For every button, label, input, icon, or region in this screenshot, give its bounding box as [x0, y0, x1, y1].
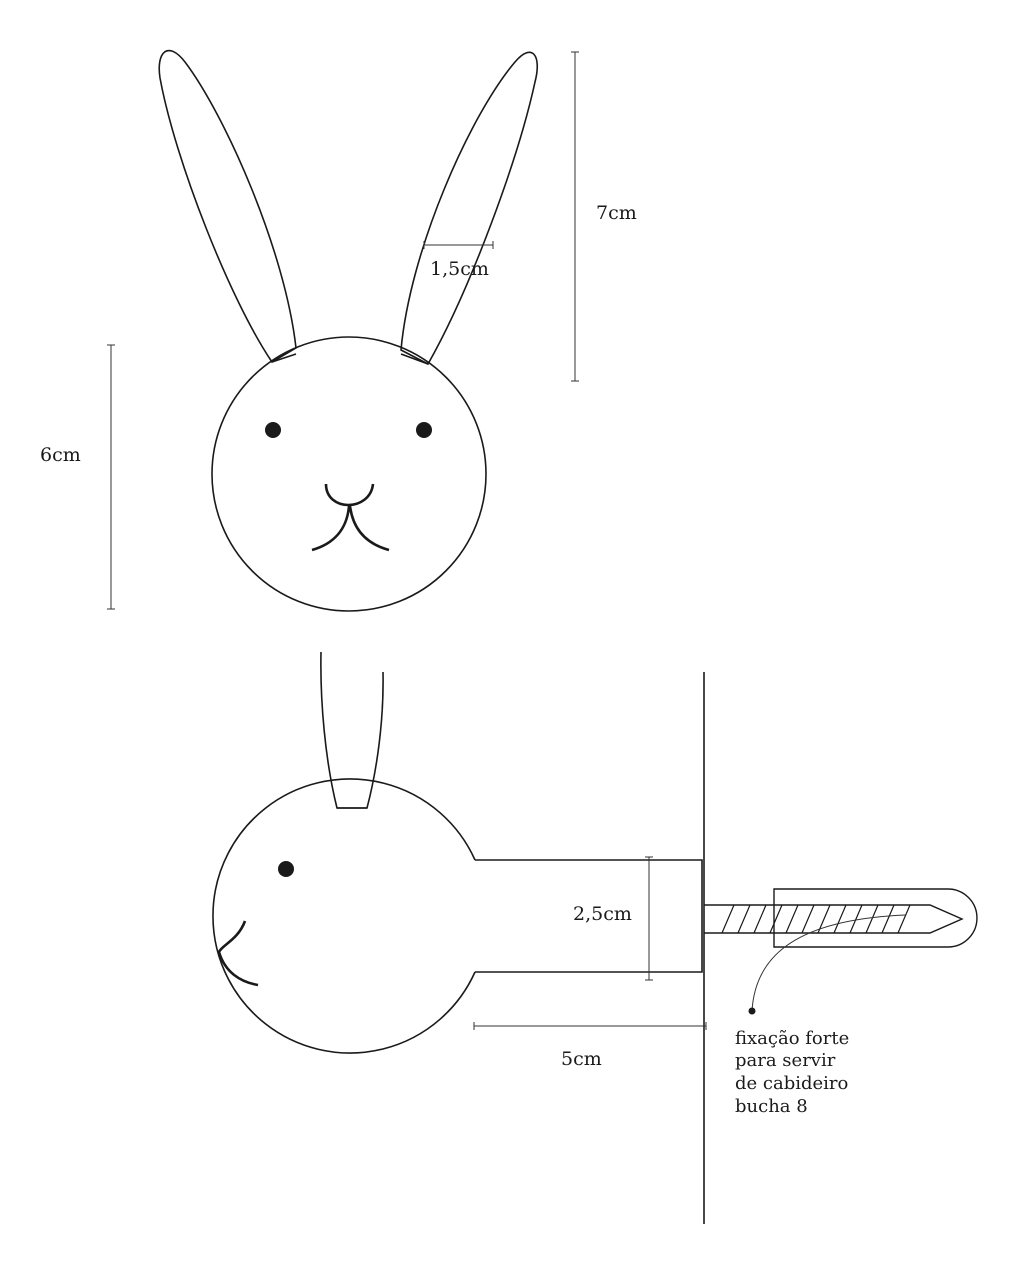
- side-head-neck-outline: [212, 778, 476, 1054]
- mouth-nose: [324, 483, 375, 507]
- wall-plug-outline: [773, 888, 978, 948]
- right-ear: [400, 51, 539, 366]
- side-ear: [320, 651, 384, 809]
- neck-length-label: 5cm: [561, 1048, 602, 1070]
- side-neck: [475, 859, 703, 973]
- note-line-3: de cabideiro: [735, 1073, 848, 1094]
- note-leader-line: [751, 914, 906, 1012]
- screw-and-wall-plug: [704, 888, 978, 948]
- front-view: 7cm 1,5cm 6cm: [40, 49, 637, 612]
- left-ear-base: [271, 353, 297, 363]
- front-head-circle: [211, 336, 487, 612]
- left-ear: [158, 49, 297, 364]
- note-line-2: para servir: [735, 1050, 836, 1071]
- side-mouth: [217, 920, 259, 987]
- left-eye: [265, 422, 281, 438]
- note-line-4: bucha 8: [735, 1096, 808, 1117]
- ear-height-label: 7cm: [596, 202, 637, 224]
- neck-diameter-label: 2,5cm: [573, 903, 632, 925]
- side-eye: [278, 861, 294, 877]
- screw-thread: [721, 904, 911, 934]
- mouth-left: [311, 505, 351, 552]
- head-height-label: 6cm: [40, 444, 81, 466]
- ear-width-label: 1,5cm: [430, 258, 489, 280]
- note-leader-dot: [748, 1007, 756, 1015]
- side-view: 2,5cm 5cm: [212, 651, 978, 1224]
- note-line-1: fixação forte: [735, 1028, 849, 1049]
- mouth-right: [348, 505, 390, 552]
- right-eye: [416, 422, 432, 438]
- screw-body: [704, 904, 964, 934]
- right-ear-base: [400, 353, 429, 365]
